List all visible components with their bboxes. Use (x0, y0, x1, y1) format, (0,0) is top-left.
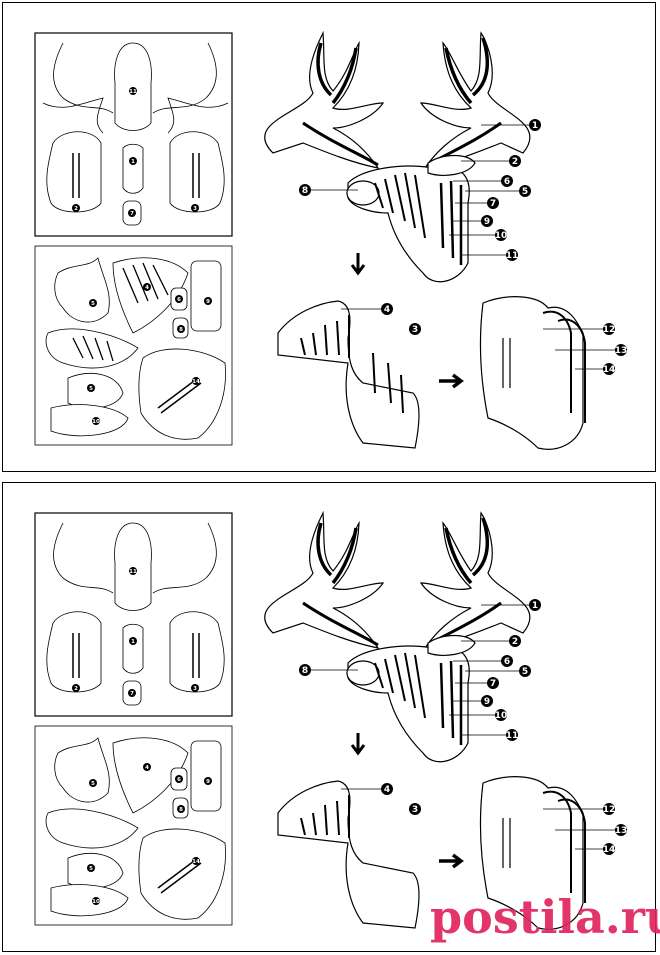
callout: 3 (412, 325, 418, 335)
svg-text:3: 3 (412, 805, 418, 815)
neck-subassembly (278, 301, 419, 448)
callout: 14 (603, 365, 616, 375)
svg-text:7: 7 (130, 691, 134, 697)
svg-text:5: 5 (91, 781, 95, 787)
part-label: 3 (193, 206, 197, 212)
part-label: 7 (130, 211, 134, 217)
svg-text:1: 1 (131, 639, 135, 645)
part-label: 4 (145, 285, 149, 291)
part-label: 11 (129, 89, 137, 95)
svg-text:5: 5 (522, 667, 528, 677)
callout: 1 (532, 121, 538, 131)
callout: 6 (504, 177, 510, 187)
svg-text:2: 2 (512, 637, 518, 647)
svg-text:2: 2 (74, 686, 78, 692)
svg-text:3: 3 (193, 686, 197, 692)
part-label: 10 (92, 419, 100, 425)
svg-text:4: 4 (384, 785, 390, 795)
instruction-sheet-bottom: 11 1 2 7 3 4 6 8 5 5 10 14 9 (2, 482, 656, 952)
svg-text:5: 5 (89, 866, 93, 872)
assembled-deer-head (265, 33, 530, 282)
svg-text:6: 6 (504, 657, 510, 667)
callout: 8 (302, 186, 308, 196)
callout: 4 (384, 305, 390, 315)
callout: 13 (615, 346, 628, 356)
svg-text:14: 14 (192, 859, 200, 865)
part-label: 6 (177, 297, 181, 303)
callout: 2 (512, 157, 518, 167)
instruction-sheet-top: 11 1 2 7 3 4 6 8 5 5 (2, 2, 656, 472)
svg-text:8: 8 (179, 807, 183, 813)
callout: 7 (490, 199, 496, 209)
svg-text:8: 8 (302, 666, 308, 676)
svg-text:7: 7 (490, 679, 496, 689)
svg-text:1: 1 (532, 601, 538, 611)
part-label: 5 (91, 301, 95, 307)
part-label: 14 (192, 379, 200, 385)
right-arrow (439, 375, 461, 387)
svg-text:13: 13 (615, 826, 628, 836)
part-label: 9 (206, 299, 210, 305)
svg-text:9: 9 (206, 779, 210, 785)
svg-text:6: 6 (177, 777, 181, 783)
callout: 9 (484, 217, 490, 227)
svg-text:14: 14 (603, 845, 616, 855)
assembly-diagram-copy: 11 1 2 7 3 4 6 8 5 5 10 14 9 (3, 483, 657, 953)
svg-text:11: 11 (506, 731, 519, 741)
down-arrow (352, 253, 364, 273)
shield-subassembly (481, 297, 585, 450)
part-label: 1 (131, 159, 135, 165)
svg-text:11: 11 (129, 569, 137, 575)
part-label: 8 (179, 327, 183, 333)
callout: 5 (522, 187, 528, 197)
callout: 10 (495, 231, 508, 241)
assembly-diagram: 11 1 2 7 3 4 6 8 5 5 (3, 3, 657, 473)
part-label: 5 (89, 386, 93, 392)
svg-text:10: 10 (92, 899, 100, 905)
svg-text:9: 9 (484, 697, 490, 707)
svg-text:10: 10 (495, 711, 508, 721)
callout: 12 (603, 325, 616, 335)
callout: 11 (506, 251, 519, 261)
part-label: 2 (74, 206, 78, 212)
svg-text:12: 12 (603, 805, 616, 815)
svg-text:4: 4 (145, 765, 149, 771)
